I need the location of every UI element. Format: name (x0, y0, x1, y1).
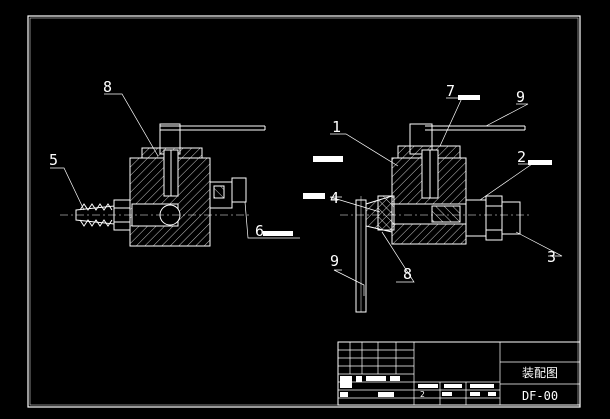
balloon-2: 2 (517, 148, 526, 166)
balloon-9-bottom: 9 (330, 252, 339, 270)
title-block (337, 341, 581, 406)
balloon-8-right: 8 (403, 265, 412, 283)
part-note-tags (263, 95, 552, 236)
outer-frame (27, 15, 581, 408)
balloon-3: 3 (547, 248, 556, 266)
right-valve-view (340, 123, 530, 313)
title-block-filled-cells (340, 376, 496, 397)
balloon-6: 6 (255, 222, 264, 240)
balloon-8-left: 8 (103, 78, 112, 96)
drawing-title: 装配图 (522, 366, 558, 380)
balloon-9-top: 9 (516, 88, 525, 106)
sheet-number: 2 (420, 390, 425, 399)
left-valve-view (60, 123, 266, 247)
balloon-1: 1 (332, 118, 341, 136)
balloon-7: 7 (446, 82, 455, 100)
balloon-4: 4 (330, 189, 339, 207)
left-leaders (50, 93, 300, 239)
drawing-code: DF-00 (522, 389, 558, 403)
inner-frame (29, 17, 579, 406)
balloon-5: 5 (49, 151, 58, 169)
